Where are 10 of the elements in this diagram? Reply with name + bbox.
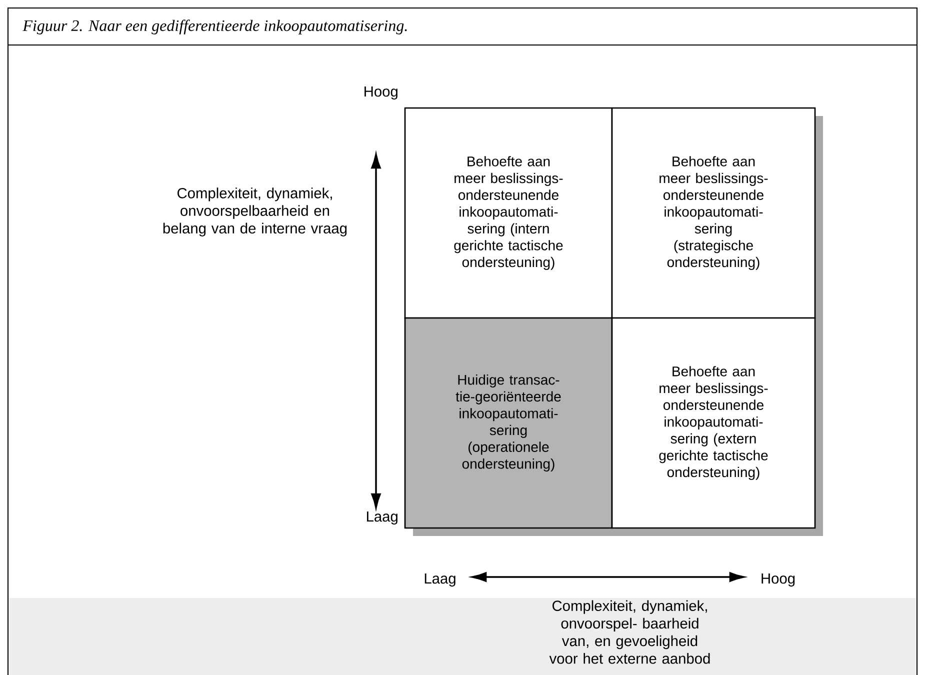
quadrant-cell: Behoefte aan meer beslissings- ondersteunende inkoopautomati- sering (strategische ondersteuning): [611, 107, 816, 319]
axis-label: Laag: [424, 573, 456, 587]
quadrant-cell: Behoefte aan meer beslissings- ondersteunende inkoopautomati- sering (extern gerichte tactische ondersteuning): [611, 317, 816, 529]
quadrant-cell: Huidige transac- tie-georiënteerde inkoopautomati- sering (operationele ondersteuning): [404, 317, 613, 529]
axis-label: Hoog: [364, 86, 398, 100]
quadrant-cell: Behoefte aan meer beslissings- ondersteunende inkoopautomati- sering (intern gerichte tactische ondersteuning): [404, 107, 613, 319]
axis-label: Hoog: [762, 573, 795, 587]
figure-title: Figuur 2. Naar een gedifferentieerde inkoopautomatisering.: [22, 20, 407, 34]
axis-label: Complexiteit, dynamiek, onvoorspelbaarheid en belang van de interne vraag: [163, 188, 347, 236]
axis-label: Complexiteit, dynamiek, onvoorspel- baarheid van, en gevoeligheid voor het externe aanbod: [549, 600, 710, 664]
